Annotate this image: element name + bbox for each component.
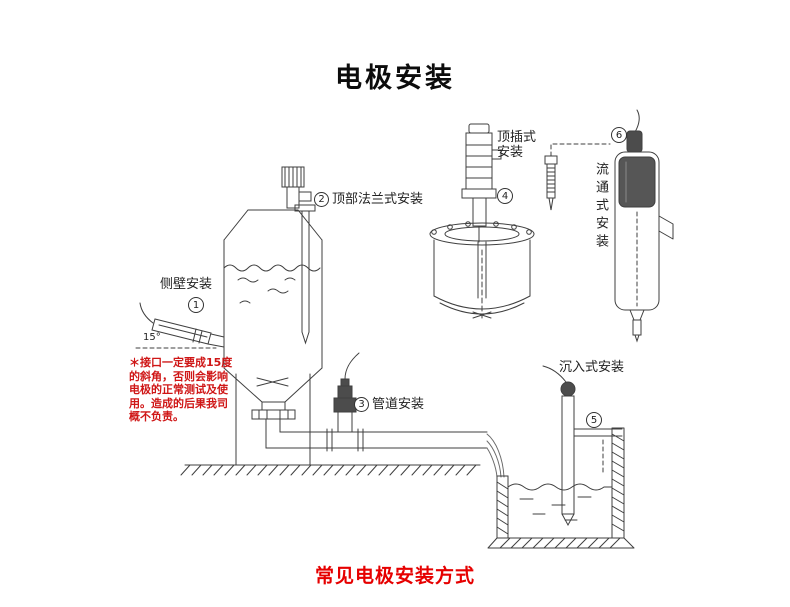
label-submerged: 沉入式安装 xyxy=(559,360,624,375)
label-top-flange-text: 顶部法兰式安装 xyxy=(332,192,424,207)
electrode-side-wall xyxy=(135,302,225,349)
label-flow-through: 流通式安装 xyxy=(593,162,608,252)
footer-caption: 常见电极安装方式 xyxy=(314,565,475,587)
water-outflow xyxy=(486,433,505,478)
label-side-wall-text: 侧壁安装 xyxy=(160,277,213,292)
pipeline-run xyxy=(265,418,488,452)
flanged-vessel xyxy=(429,221,535,319)
label-top-insert-text: 顶插式 安装 xyxy=(497,130,537,160)
label-top-insert: 顶插式 安装 xyxy=(497,130,536,160)
label-side-wall: 侧壁安装 xyxy=(160,277,212,292)
label-pipeline: 3 管道安装 xyxy=(354,397,424,412)
ground xyxy=(180,464,481,476)
water-pool xyxy=(487,427,635,549)
marker-3-circle: 3 xyxy=(354,397,369,412)
electrode-pipeline xyxy=(333,352,360,433)
tank-vessel xyxy=(223,166,323,466)
spare-electrode xyxy=(544,143,611,211)
electrode-submerged xyxy=(542,365,623,527)
marker-4-circle: 4 xyxy=(497,188,513,204)
warning-note: ＊接口一定要成15度 的斜角，否则会影响 电极的正常测试及使 用。造成的后果我司… xyxy=(129,356,233,423)
page-title: 电极安装 xyxy=(335,63,455,94)
insertion-assembly xyxy=(461,123,502,243)
flow-cell xyxy=(614,109,674,343)
label-top-flange: 2 顶部法兰式安装 xyxy=(314,192,423,207)
electrode-top-flange xyxy=(294,191,316,345)
marker-2-circle: 2 xyxy=(314,192,329,207)
marker-1-circle: 1 xyxy=(188,297,204,313)
angle-note: 15° xyxy=(143,332,161,343)
marker-6-circle: 6 xyxy=(611,127,627,143)
label-submerged-text: 沉入式安装 xyxy=(559,360,625,375)
marker-5-circle: 5 xyxy=(586,412,602,428)
label-pipeline-text: 管道安装 xyxy=(372,397,425,412)
